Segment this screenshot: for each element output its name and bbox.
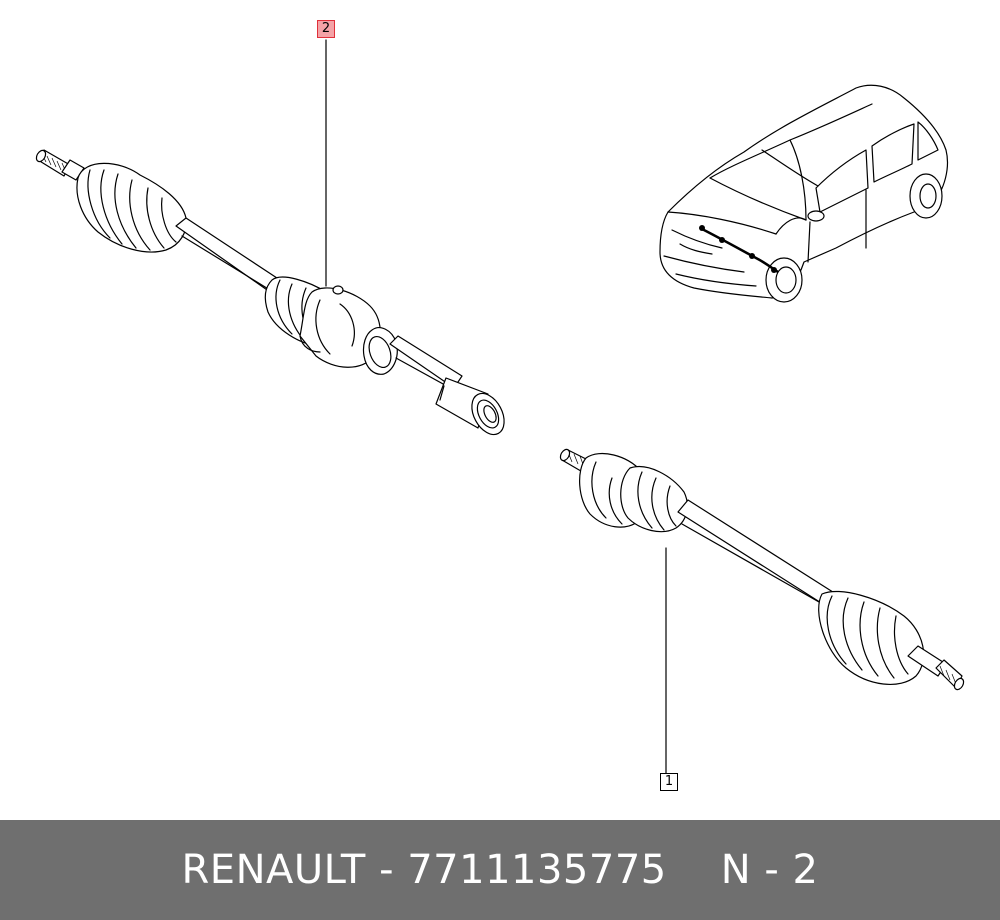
car-location-illustration xyxy=(659,84,949,303)
footer-bar: RENAULT - 7711135775 N - 2 xyxy=(0,820,1000,920)
parts-diagram: 2 1 xyxy=(35,20,965,791)
callout-1: 1 xyxy=(660,773,678,791)
footer-caption: RENAULT - 7711135775 N - 2 xyxy=(0,820,1000,920)
callout-2: 2 xyxy=(317,20,335,38)
drive-shaft-2-illustration xyxy=(35,39,505,436)
brand-name: RENAULT xyxy=(181,847,366,893)
diagram-code: N - 2 xyxy=(720,847,819,893)
brand-separator: - xyxy=(379,847,395,893)
drive-shaft-1-illustration xyxy=(559,448,965,775)
part-number: 7711135775 xyxy=(407,847,667,893)
